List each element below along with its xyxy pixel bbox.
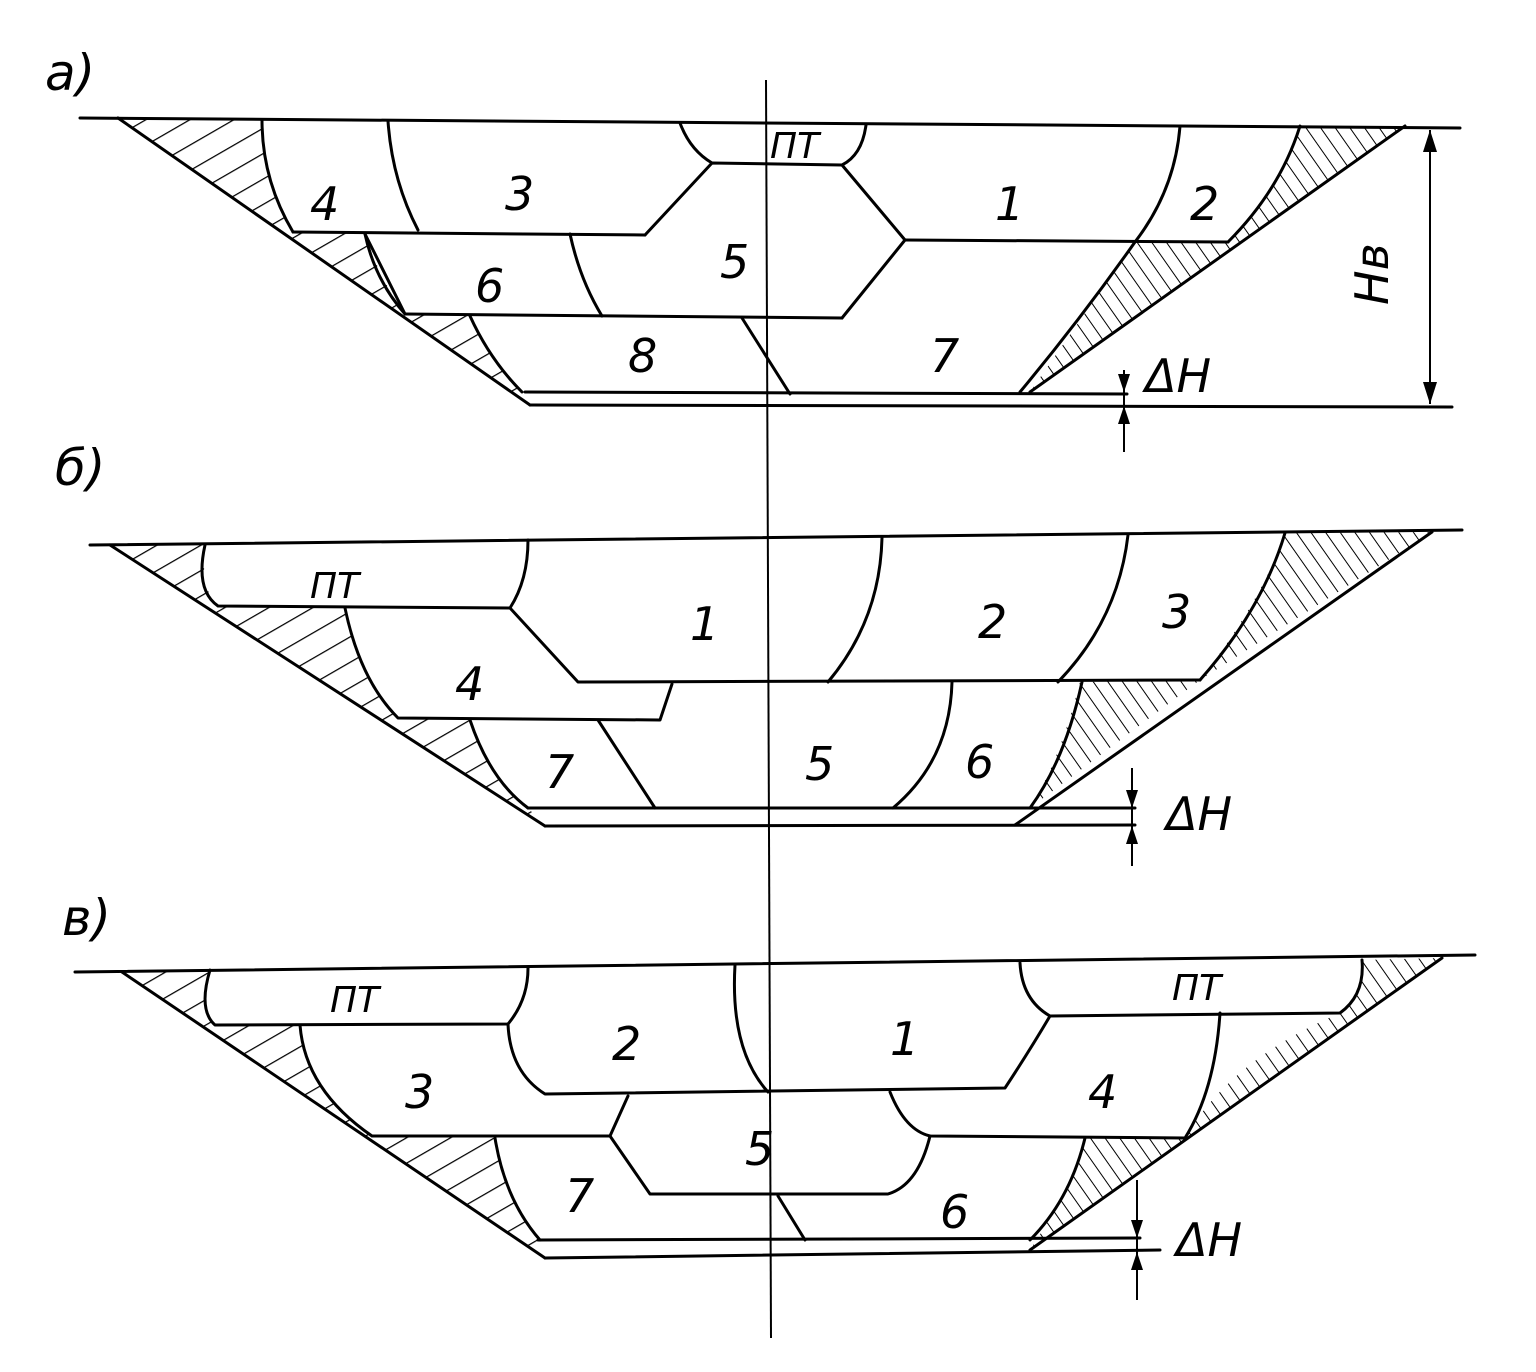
panel-a-dim-hb: Hв (1345, 243, 1399, 305)
panel-c-label: в) (62, 889, 111, 947)
panel-b-seg-3: 3 (1162, 585, 1191, 639)
panel-b: б) ПТ 1 2 3 4 5 6 7 ΔH (55, 439, 1464, 866)
panel-b-seg-4: 4 (455, 657, 484, 711)
panel-a-seg-8: 8 (628, 329, 657, 383)
panel-c-seg-3: 3 (405, 1065, 434, 1119)
panel-c-dim-dh: ΔH (1173, 1213, 1242, 1267)
panel-b-dim-dh: ΔH (1163, 787, 1232, 841)
panel-c: в) ПТ ПТ 1 2 3 4 5 6 7 (62, 889, 1477, 1300)
panel-a-seg-4: 4 (310, 177, 339, 231)
panel-c-seg-7: 7 (565, 1169, 594, 1223)
panel-b-seg-2: 2 (978, 595, 1007, 649)
panel-a-seg-5: 5 (720, 235, 749, 289)
panel-b-seg-1: 1 (690, 597, 719, 651)
panel-c-seg-4: 4 (1088, 1065, 1117, 1119)
panel-a-seg-2: 2 (1190, 177, 1219, 231)
panel-c-seg-6: 6 (940, 1185, 969, 1239)
panel-a-seg-1: 1 (995, 177, 1024, 231)
panel-c-seg-2: 2 (612, 1017, 641, 1071)
panel-a-dim-dh: ΔH (1142, 349, 1211, 403)
panel-b-seg-7: 7 (545, 745, 574, 799)
panel-b-seg-6: 6 (965, 735, 994, 789)
panel-a-seg-pt: ПТ (770, 126, 822, 167)
panel-b-seg-5: 5 (805, 737, 834, 791)
panel-a: а) ПТ 1 2 3 4 5 6 7 8 (45, 44, 1462, 452)
panel-c-seg-1: 1 (890, 1012, 919, 1066)
panel-a-seg-6: 6 (475, 259, 504, 313)
panel-b-seg-pt: ПТ (310, 566, 362, 607)
center-axis (765, 79, 772, 1339)
panel-a-seg-3: 3 (505, 167, 534, 221)
panel-c-seg-5: 5 (745, 1122, 774, 1176)
panel-c-seg-pt-left: ПТ (330, 980, 382, 1021)
panel-b-label: б) (55, 439, 105, 497)
panel-a-seg-7: 7 (930, 329, 959, 383)
panel-c-seg-pt-right: ПТ (1172, 968, 1224, 1009)
panel-a-label: а) (45, 44, 95, 102)
